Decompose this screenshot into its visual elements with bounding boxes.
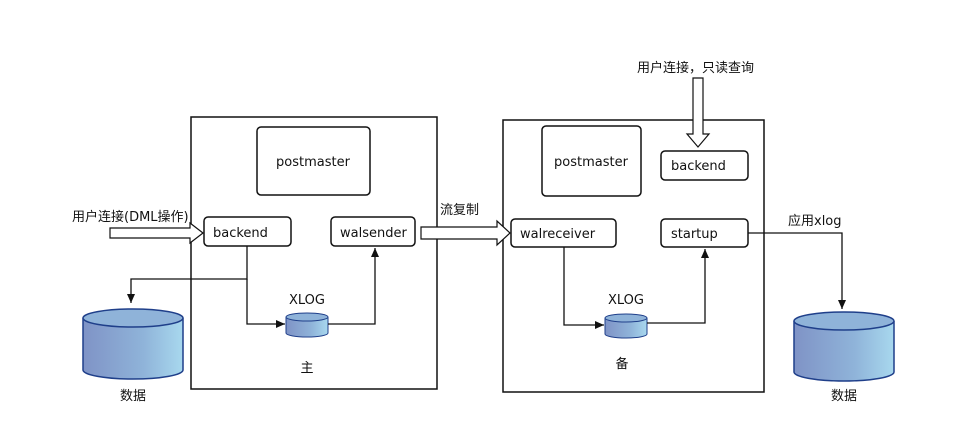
- standby-startup-label: startup: [671, 227, 718, 242]
- standby-xlog-label: XLOG: [608, 293, 644, 308]
- backend-to-database-line: [127, 246, 248, 303]
- right-database-cylinder: [793, 311, 895, 382]
- readonly-connection-label: 用户连接，只读查询: [637, 60, 754, 76]
- primary-walsender-label: walsender: [340, 226, 407, 241]
- xlog-to-walsender-line: [328, 248, 379, 325]
- dml-connection-label: 用户连接(DML操作): [72, 209, 189, 225]
- standby-backend-box: [660, 150, 749, 181]
- primary-xlog-label: XLOG: [289, 293, 325, 308]
- readonly-connection-arrow: [685, 77, 711, 148]
- apply-xlog-label: 应用xlog: [788, 213, 842, 229]
- standby-walreceiver-label: walreceiver: [520, 227, 596, 242]
- standby-postmaster-box: [541, 125, 642, 197]
- standby-caption: 备: [615, 356, 628, 372]
- left-database-label: 数据: [120, 389, 146, 404]
- standby-xlog-cylinder: [604, 313, 648, 339]
- xlog-to-startup-line: [647, 249, 709, 324]
- primary-postmaster-label: postmaster: [276, 155, 351, 170]
- dml-connection-arrow: [109, 221, 204, 245]
- standby-postmaster-label: postmaster: [554, 155, 629, 170]
- primary-backend-label: backend: [213, 226, 268, 241]
- standby-backend-label: backend: [671, 159, 726, 174]
- left-database-cylinder: [82, 308, 184, 380]
- primary-walsender-box: [330, 216, 416, 247]
- stream-replication-arrow: [420, 219, 511, 247]
- walreceiver-to-xlog-line: [563, 247, 604, 329]
- primary-postmaster-box: [256, 126, 371, 196]
- primary-xlog-cylinder: [285, 312, 329, 338]
- primary-caption: 主: [300, 361, 313, 376]
- backend-to-xlog-line: [246, 279, 285, 328]
- right-database-label: 数据: [831, 389, 857, 404]
- startup-to-database-line: [748, 232, 846, 309]
- stream-replication-label: 流复制: [440, 203, 479, 218]
